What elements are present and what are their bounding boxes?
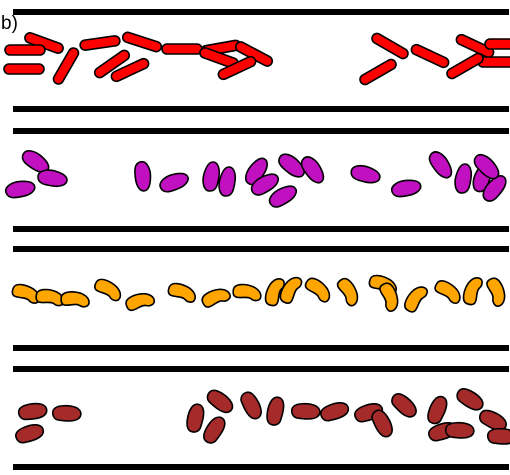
bean-particle: [428, 151, 453, 179]
rod-particle: [484, 38, 510, 50]
wedge-particle: [320, 402, 350, 422]
wedge-particle: [444, 421, 475, 439]
wedge-particle: [206, 389, 234, 414]
wedge-particle: [391, 393, 417, 418]
comma-particle: [167, 282, 196, 303]
comma-particle: [336, 277, 359, 307]
comma-particle: [93, 278, 122, 302]
comma-particle: [232, 283, 262, 302]
channel-wall: [13, 9, 509, 15]
channel-walls: [13, 9, 509, 470]
rod-particle: [217, 55, 257, 81]
rod-particle: [93, 49, 131, 79]
channel-wall: [13, 464, 509, 470]
wedge-particle: [371, 409, 393, 438]
channel-wall: [13, 246, 509, 252]
wedge-particle: [186, 403, 205, 433]
channel-1: [3, 31, 510, 86]
wedge-particle: [290, 402, 321, 420]
comma-particle: [379, 282, 399, 312]
comma-particle: [462, 277, 483, 306]
rod-particle: [410, 43, 450, 69]
rod-particle: [161, 43, 203, 55]
particles: [3, 31, 510, 445]
bean-particle: [218, 166, 237, 197]
rod-particle: [446, 52, 484, 80]
channel-wall: [13, 106, 509, 112]
channel-wall: [13, 226, 509, 232]
bean-particle: [202, 161, 221, 192]
channel-3: [11, 274, 506, 313]
comma-particle: [434, 280, 461, 305]
rod-particle: [52, 47, 80, 85]
comma-particle: [11, 283, 40, 304]
comma-particle: [35, 288, 65, 307]
bean-particle: [250, 173, 280, 196]
comma-particle: [201, 288, 231, 308]
bean-particle: [21, 149, 50, 173]
panel-label: b): [1, 13, 18, 34]
wedge-particle: [15, 424, 45, 444]
rod-particle: [371, 32, 409, 60]
bean-particle: [4, 180, 36, 199]
comma-particle: [60, 291, 90, 308]
wedge-particle: [203, 416, 226, 444]
wedge-particle: [17, 402, 48, 421]
rod-particle: [234, 41, 274, 67]
comma-particle: [404, 286, 429, 313]
bean-particle: [278, 153, 305, 178]
wedge-particle: [486, 427, 510, 445]
channel-2: [4, 149, 507, 208]
bean-particle: [482, 175, 507, 202]
bean-particle: [134, 160, 152, 192]
comma-particle: [125, 292, 156, 312]
comma-particle: [279, 276, 303, 305]
bean-particle: [159, 172, 189, 193]
comma-particle: [304, 277, 331, 303]
rod-particle: [110, 57, 150, 83]
comma-particle: [264, 278, 285, 307]
rod-particle: [121, 31, 163, 53]
bean-particle: [390, 179, 422, 198]
wedge-particle: [51, 404, 82, 422]
bean-particle: [350, 164, 381, 184]
channel-wall: [13, 366, 509, 372]
channel-wall: [13, 345, 509, 351]
rod-particle: [4, 44, 46, 56]
bean-particle: [268, 185, 298, 208]
rod-particle: [359, 58, 397, 86]
wedge-particle: [456, 388, 484, 411]
wedge-particle: [427, 395, 448, 425]
bean-particle: [454, 163, 473, 194]
rod-particle: [3, 63, 45, 75]
rod-particle: [79, 35, 121, 51]
channel-wall: [13, 128, 509, 134]
bean-particle: [37, 169, 68, 188]
rod-particle: [24, 32, 64, 54]
channel-4: [15, 388, 510, 445]
bean-particle: [300, 156, 325, 184]
comma-particle: [486, 277, 506, 307]
wedge-particle: [266, 396, 285, 426]
wedge-particle: [240, 391, 262, 420]
